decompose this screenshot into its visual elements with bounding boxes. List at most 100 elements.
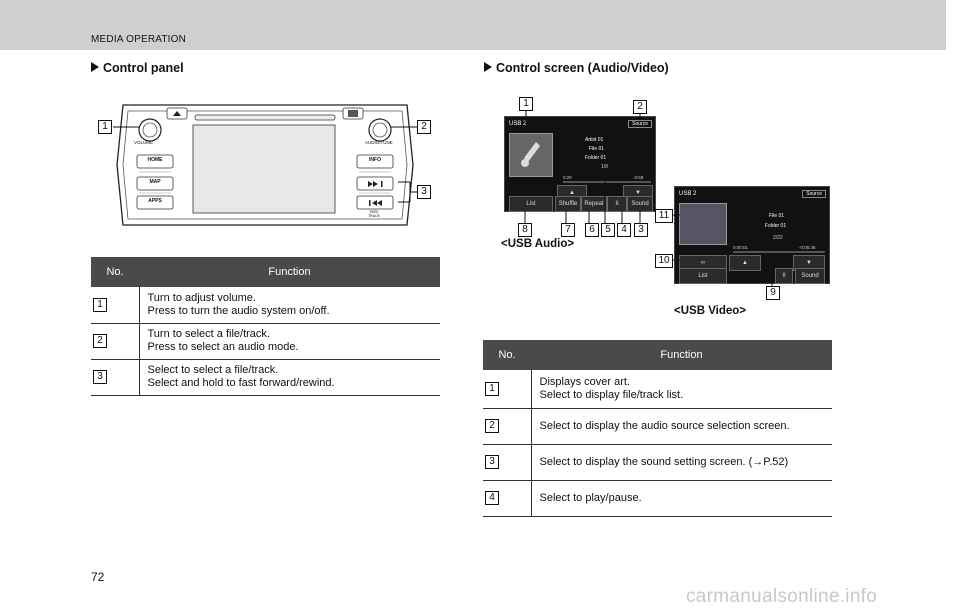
row-number: 2 <box>485 419 499 433</box>
row-text: Select to display the audio source selec… <box>539 419 790 432</box>
row-text: Select to display file/track list. <box>539 388 684 401</box>
callout-3: 3 <box>634 223 648 237</box>
folder-text: Folder 01 <box>585 155 607 161</box>
callout-4: 4 <box>617 223 631 237</box>
page-header: MEDIA OPERATION <box>0 0 946 50</box>
up-button[interactable]: ▲ <box>729 255 761 271</box>
cover-art[interactable] <box>509 133 553 177</box>
row-text: Turn to adjust volume. <box>147 291 256 304</box>
callout-1: 1 <box>98 120 112 134</box>
control-panel-illustration <box>113 104 417 226</box>
row-number: 4 <box>485 491 499 505</box>
row-number: 2 <box>93 334 107 348</box>
time-remaining: -0:05:36 <box>799 245 816 250</box>
usb-video-screen: USB 2 Source File 01 Folder 01 2/22 0:00… <box>674 186 830 284</box>
home-label: HOME <box>147 157 163 163</box>
row-text: Press to select an audio mode. <box>147 341 299 353</box>
time-elapsed: 0:00:01 <box>733 245 749 250</box>
seek-track-label: SEEK TRACK <box>368 210 380 218</box>
sound-button[interactable]: Sound <box>795 268 825 284</box>
usb-audio-caption: <USB Audio> <box>501 238 575 250</box>
callout-10: 10 <box>655 254 673 268</box>
callout-8: 8 <box>518 223 532 237</box>
row-text: Press to turn the audio system on/off. <box>147 304 330 317</box>
row-text: Displays cover art. <box>539 375 630 388</box>
track-count: 1/8 <box>601 164 608 170</box>
progress-bar[interactable] <box>733 251 825 253</box>
shuffle-button[interactable]: Shuffle <box>555 196 581 212</box>
row-text: Select and hold to fast forward/rewind. <box>147 377 335 389</box>
table-row: 4 Select to play/pause. <box>483 480 832 517</box>
play-pause-button[interactable]: II <box>775 268 793 284</box>
table-row: 1 Turn to adjust volume.Press to turn th… <box>91 287 440 324</box>
time-remaining: -3:59 <box>633 175 644 180</box>
list-button[interactable]: List <box>679 268 727 284</box>
column-header-function: Function <box>139 257 440 287</box>
callout-leader-lines <box>524 104 773 286</box>
callout-2: 2 <box>417 120 431 134</box>
file-text: File 01 <box>769 213 785 219</box>
apps-button[interactable] <box>136 195 174 210</box>
triangle-bullet-icon <box>91 62 99 72</box>
table-row: 3 Select to select a file/track.Select a… <box>91 359 440 396</box>
file-text: File 01 <box>589 146 605 152</box>
row-text: Select to play/pause. <box>539 491 642 504</box>
audio-tune-label: AUDIO/TUNE <box>365 140 393 145</box>
volume-label: VOLUME <box>134 140 154 145</box>
callout-1: 1 <box>519 97 533 111</box>
row-number: 3 <box>485 455 499 469</box>
control-panel-heading: Control panel <box>91 61 184 75</box>
progress-bar[interactable] <box>563 181 651 183</box>
row-text: Select to select a file/track. <box>147 364 279 376</box>
screen-area <box>192 124 336 214</box>
callout-6: 6 <box>585 223 599 237</box>
row-number: 1 <box>485 381 499 396</box>
column-header-no: No. <box>483 340 531 370</box>
column-header-no: No. <box>91 257 139 287</box>
control-screen-function-table: No. Function 1 Displays cover art.Select… <box>483 340 832 517</box>
callout-3: 3 <box>417 185 431 199</box>
map-button[interactable] <box>136 176 174 191</box>
play-pause-button[interactable]: II <box>607 196 627 212</box>
home-button[interactable] <box>136 154 174 169</box>
artist-text: Artist 01 <box>585 137 604 143</box>
row-text: Turn to select a file/track. <box>147 328 270 340</box>
track-count: 2/22 <box>773 235 783 241</box>
time-elapsed: 0:20 <box>563 175 572 180</box>
usb-audio-screen: USB 2 Source Artist 01 File 01 Folder 01… <box>504 116 656 212</box>
table-row: 2 Select to display the audio source sel… <box>483 408 832 445</box>
column-header-function: Function <box>531 340 832 370</box>
section-title: Control panel <box>103 61 184 75</box>
usb-video-caption: <USB Video> <box>674 305 747 317</box>
table-row: 1 Displays cover art.Select to display f… <box>483 370 832 409</box>
header-title: MEDIA OPERATION <box>91 34 187 45</box>
section-title: Control screen (Audio/Video) <box>496 61 669 75</box>
map-label: MAP <box>149 179 161 185</box>
table-row: 3 Select to display the sound setting sc… <box>483 444 832 481</box>
info-label: INFO <box>369 157 381 163</box>
row-text: Select to display the sound setting scre… <box>539 455 789 468</box>
callout-9: 9 <box>766 286 780 300</box>
row-number: 1 <box>93 297 107 312</box>
info-button[interactable] <box>356 154 394 169</box>
callout-11: 11 <box>655 209 673 223</box>
triangle-bullet-icon <box>484 62 492 72</box>
repeat-button[interactable]: Repeat <box>581 196 607 212</box>
apps-label: APPS <box>148 198 162 204</box>
source-name: USB 2 <box>509 121 527 127</box>
callout-5: 5 <box>601 223 615 237</box>
watermark: carmanualsonline.info <box>686 586 878 607</box>
control-panel-function-table: No. Function 1 Turn to adjust volume.Pre… <box>91 257 440 396</box>
source-name: USB 2 <box>679 191 697 197</box>
video-thumbnail[interactable] <box>679 203 727 245</box>
source-button[interactable]: Source <box>628 120 652 128</box>
source-button[interactable]: Source <box>802 190 826 198</box>
control-screen-heading: Control screen (Audio/Video) <box>484 61 669 75</box>
folder-text: Folder 01 <box>765 223 787 229</box>
page-number: 72 <box>91 570 105 584</box>
list-button[interactable]: List <box>509 196 553 212</box>
callout-7: 7 <box>561 223 575 237</box>
table-row: 2 Turn to select a file/track.Press to s… <box>91 323 440 360</box>
row-number: 3 <box>93 370 107 384</box>
callout-2: 2 <box>633 100 647 114</box>
